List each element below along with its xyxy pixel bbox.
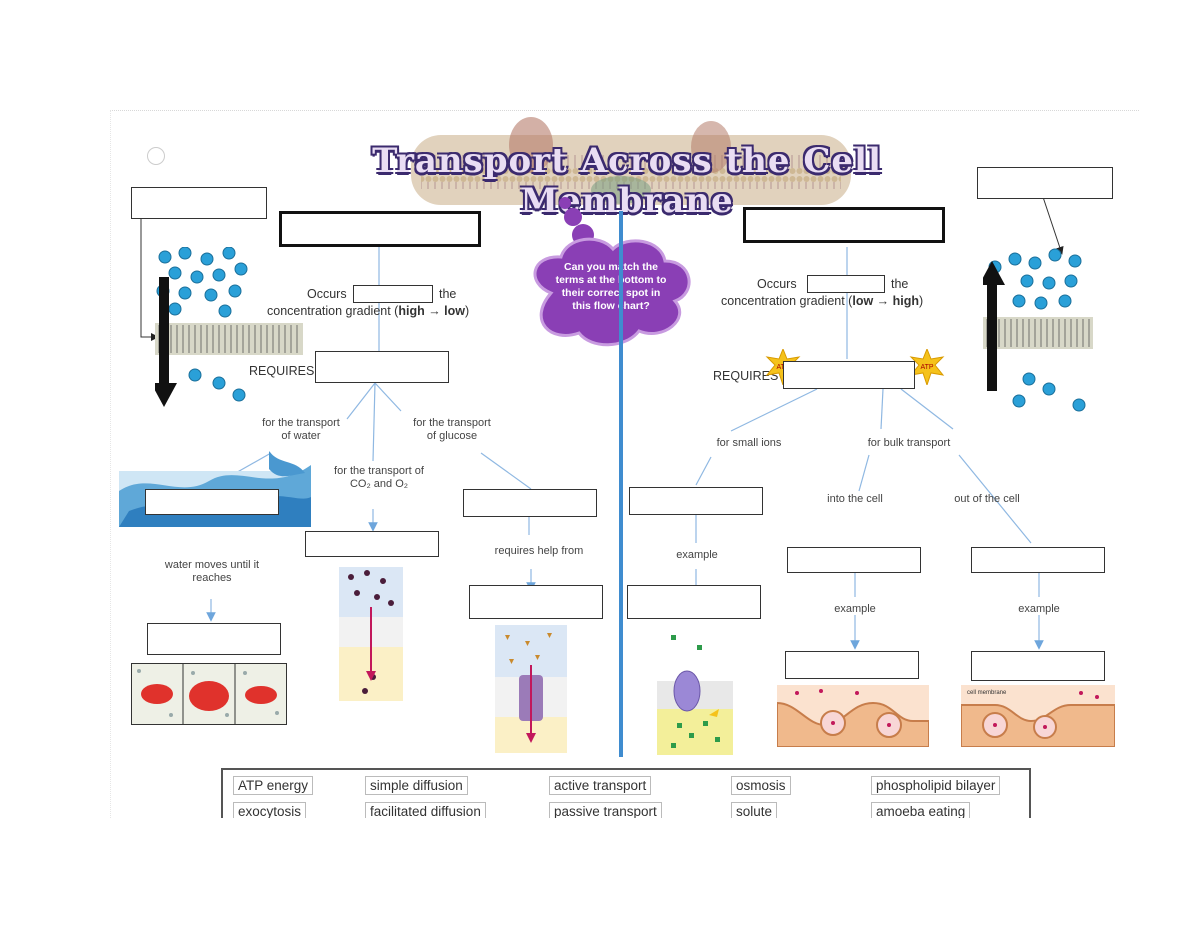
word-phospholipid-bilayer[interactable]: phospholipid bilayer xyxy=(871,776,1001,795)
active-transport-membrane-image xyxy=(983,248,1093,412)
margin-circle xyxy=(147,147,165,165)
page-title: Transport Across the Cell Membrane xyxy=(372,141,882,221)
answer-box-into-cell[interactable] xyxy=(787,547,921,573)
label-transport-water: for the transport of water xyxy=(262,417,340,442)
answer-box-active-occurs[interactable] xyxy=(807,275,885,293)
osmosis-cells-image xyxy=(131,663,287,725)
thought-cloud xyxy=(533,197,691,347)
word-atp-energy[interactable]: ATP energy xyxy=(233,776,314,795)
simple-diffusion-image xyxy=(339,567,403,701)
word-osmosis[interactable]: osmosis xyxy=(731,776,791,795)
exocytosis-image: cell membrane xyxy=(961,685,1115,747)
label-into-cell: into the cell xyxy=(827,493,883,505)
word-solute[interactable]: solute xyxy=(731,802,778,818)
active-occurs-label: Occurs xyxy=(757,277,797,291)
word-amoeba-eating[interactable]: amoeba eating xyxy=(871,802,971,818)
passive-occurs-label: Occurs xyxy=(307,287,347,301)
label-example-ions: example xyxy=(676,549,718,561)
answer-box-glucose[interactable] xyxy=(463,489,597,517)
answer-box-help-from[interactable] xyxy=(469,585,603,619)
answer-box-passive-heading[interactable] xyxy=(279,211,481,247)
label-small-ions: for small ions xyxy=(716,437,782,449)
protein-pump-image xyxy=(657,625,733,755)
active-the-label: the xyxy=(891,277,909,291)
passive-requires-label: REQUIRES xyxy=(249,364,315,378)
answer-box-out-example[interactable] xyxy=(971,651,1105,681)
passive-the-label: the xyxy=(439,287,457,301)
atp-right-text: ATP xyxy=(920,364,933,371)
answer-box-into-example[interactable] xyxy=(785,651,919,679)
answer-box-out-of-cell[interactable] xyxy=(971,547,1105,573)
answer-box-active-requires[interactable] xyxy=(783,361,915,389)
label-bulk-transport: for bulk transport xyxy=(867,437,951,449)
answer-box-ion-example[interactable] xyxy=(627,585,761,619)
word-facilitated-diffusion[interactable]: facilitated diffusion xyxy=(365,802,486,818)
label-transport-gases: for the transport of CO₂ and O₂ xyxy=(334,465,424,490)
cell-membrane-label: cell membrane xyxy=(967,690,1007,696)
label-out-of-cell: out of the cell xyxy=(954,493,1020,505)
answer-box-small-ions[interactable] xyxy=(629,487,763,515)
answer-box-left-top[interactable] xyxy=(131,187,267,219)
answer-box-water[interactable] xyxy=(145,489,279,515)
word-simple-diffusion[interactable]: simple diffusion xyxy=(365,776,468,795)
diffusion-membrane-image xyxy=(155,247,303,407)
answer-box-active-heading[interactable] xyxy=(743,207,945,243)
label-example-out: example xyxy=(1018,603,1060,615)
membrane-banner-image xyxy=(411,117,851,205)
endocytosis-image xyxy=(777,685,929,747)
active-requires-label: REQUIRES xyxy=(713,369,779,383)
label-transport-glucose: for the transport of glucose xyxy=(413,417,491,442)
label-requires-help: requires help from xyxy=(494,545,584,557)
answer-box-passive-occurs[interactable] xyxy=(353,285,433,303)
passive-gradient-text: concentration gradient (high → low) xyxy=(267,304,470,318)
center-divider xyxy=(619,211,623,757)
word-exocytosis[interactable]: exocytosis xyxy=(233,802,307,818)
answer-box-osmosis-reaches[interactable] xyxy=(147,623,281,655)
facilitated-diffusion-image xyxy=(495,625,567,753)
word-bank: ATP energy simple diffusion active trans… xyxy=(221,768,1031,818)
answer-box-passive-requires[interactable] xyxy=(315,351,449,383)
word-active-transport[interactable]: active transport xyxy=(549,776,652,795)
flowchart-connectors xyxy=(140,196,1064,650)
cloud-prompt: Can you match the terms at the bottom to… xyxy=(555,261,667,312)
worksheet: Transport Across the Cell Membrane Can y… xyxy=(110,110,1139,818)
atp-burst-right-icon: ATP xyxy=(909,349,945,385)
answer-box-gases[interactable] xyxy=(305,531,439,557)
answer-box-right-top[interactable] xyxy=(977,167,1113,199)
active-gradient-text: concentration gradient (low → high) xyxy=(721,294,924,308)
word-passive-transport[interactable]: passive transport xyxy=(549,802,662,818)
label-example-into: example xyxy=(834,603,876,615)
label-water-moves: water moves until it reaches xyxy=(164,559,260,584)
